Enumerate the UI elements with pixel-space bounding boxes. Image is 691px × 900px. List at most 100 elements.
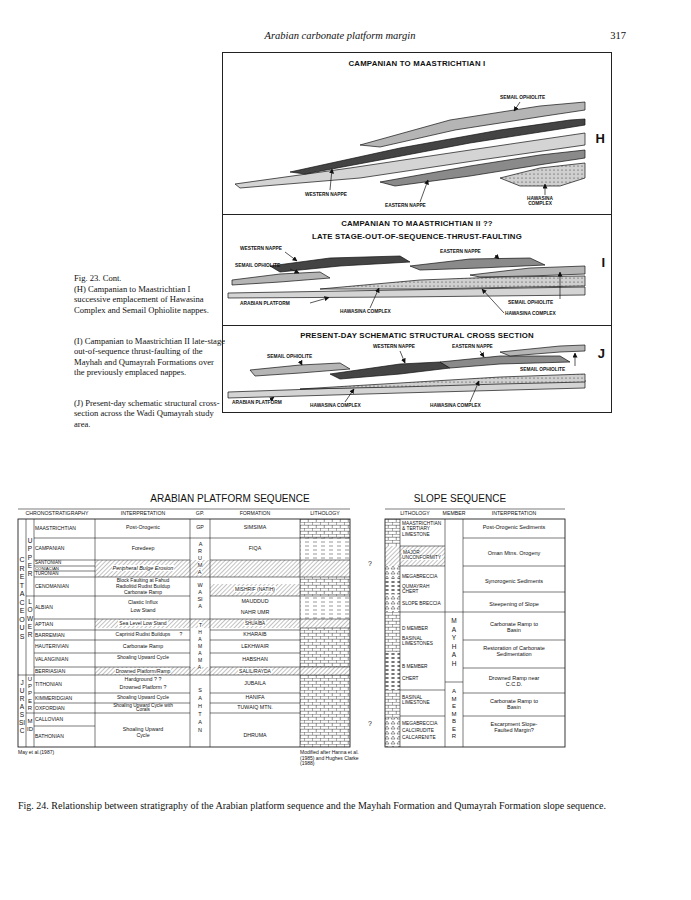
group-name: WASIA (197, 582, 202, 609)
label-holder: GP. (190, 511, 210, 517)
stage-name: CALLOVIAN (35, 716, 63, 722)
column-header: FORMATION (240, 510, 271, 516)
panel-letter: I (601, 255, 605, 270)
stage-name: SANTONIAN (35, 560, 61, 565)
grid-line (26, 713, 34, 714)
label-holder: HABSHAN (212, 657, 298, 663)
grid-line (34, 726, 95, 727)
grid-line (210, 596, 300, 597)
grid-line (18, 675, 26, 676)
grid-line (300, 596, 350, 597)
leader-arrow (270, 397, 274, 400)
unit-label: WESTERN NAPPE (373, 344, 415, 349)
label-holder: CONIACIAN (35, 567, 94, 571)
label-holder: Modified after Hanna et al.(1985) and Hu… (300, 750, 372, 767)
lithology-text: D MEMBER (402, 626, 428, 631)
platform-unit (235, 133, 585, 188)
label-holder: CALLOVIAN (35, 717, 94, 723)
panel-title: CAMPANIAN TO MAASTRICHTIAN I (223, 59, 611, 68)
stage-name: TURONIAN (35, 571, 59, 576)
eastern-nappe (440, 356, 570, 368)
epoch-name: UPPER (28, 676, 32, 711)
label-holder: MAUDDUD (212, 599, 298, 605)
label-holder: MAJOR UNCONFORMITY (402, 550, 445, 561)
label-holder: LOWER (27, 598, 34, 639)
stage-name: CENOMANIAN (35, 583, 69, 589)
grid-line (34, 693, 95, 694)
label-holder: ALBIAN (35, 605, 94, 611)
label-holder: WESTERN NAPPE (240, 246, 302, 251)
panel-letter: H (596, 131, 605, 146)
label-holder: THAMAMA (198, 622, 203, 671)
grid-line (463, 566, 565, 567)
interpretation-text: Block Faulting at Fahud (117, 577, 170, 583)
table-heading: SLOPE SEQUENCE (414, 493, 506, 504)
header-rule (385, 509, 565, 510)
grid-line (463, 519, 464, 747)
label-holder: LITHOLOGY (301, 511, 349, 517)
query-mark: ? (180, 631, 183, 637)
leader-arrow (495, 255, 499, 259)
column-header: CHRONOSTRATIGRAPHY (25, 510, 88, 516)
query-mark: ? (368, 560, 372, 567)
grid-line (445, 519, 446, 747)
unit-label: SEMAIL OPHIOLITE (235, 263, 280, 268)
leader-arrow (514, 102, 520, 111)
label-holder: ARUMA (197, 541, 203, 576)
running-header: Arabian carbonate platform margin (265, 30, 416, 41)
label-holder: Steepening of Slope (466, 601, 562, 607)
leader-arrow (300, 361, 302, 365)
lithology-text: BASINAL LIMESTONE (402, 695, 430, 705)
interpretation-text: Post-Orogenic Sediments (483, 524, 546, 530)
figure-caption: (J) Present-day schematic structural cro… (74, 398, 220, 429)
label-holder: ARABIAN PLATFORM (232, 400, 304, 405)
grid-line (34, 653, 95, 654)
interpretation-text: Post-Orogenic (126, 524, 160, 530)
label-holder: CHRONOSTRATIGRAPHY (19, 511, 95, 517)
interpretation-text: Drowned Ramp near C.C.D. (489, 675, 540, 687)
leader-arrow (290, 269, 299, 273)
lithology-text: MAJOR UNCONFORMITY (402, 550, 442, 560)
interpretation-text: Restoration of Carbonate Sedimentation (483, 645, 544, 657)
label-holder: SAHTAN (197, 686, 203, 734)
stage-name: CAMPANIAN (35, 545, 64, 551)
grid-line (210, 577, 300, 578)
label-holder: ? (365, 560, 375, 568)
unit-label: EASTERN NAPPE (385, 203, 426, 208)
lithology-text: B MEMBER (402, 664, 428, 669)
grid-line (210, 703, 300, 704)
unit-label: ARABIAN PLATFORM (232, 400, 282, 405)
grid-line (34, 667, 95, 668)
label-holder: Clastic Influx (97, 600, 189, 606)
formation-name: DHRUMA (243, 732, 266, 738)
grid-line (26, 675, 34, 676)
stage-name: BATHONIAN (35, 733, 64, 739)
label-holder: Drowned Ramp near C.C.D. (484, 675, 544, 687)
label-holder: SHUAIBA (212, 621, 298, 626)
label-holder: Hardground ? ? (97, 677, 189, 683)
limestone-pattern (385, 612, 400, 652)
grid-line (34, 596, 95, 597)
grid-line (400, 566, 445, 567)
table-border (385, 519, 565, 747)
figure-caption: Fig. 24. Relationship between stratigrap… (18, 800, 610, 813)
label-holder: LITHOLOGY (386, 511, 444, 517)
label-holder: Escarpment Slope-Faulted Margin? (489, 721, 539, 733)
label-holder: NAHR UMR (212, 610, 298, 616)
formation-name: KHARAIB (243, 631, 266, 637)
label-holder: Synorogenic Sediments (466, 578, 562, 584)
stage-name: TITHONIAN (35, 681, 62, 687)
grid-line (463, 592, 565, 593)
unit-label: ARABIAN PLATFORM (240, 301, 290, 306)
grid-line (210, 653, 300, 654)
label-holder: Carbonate Ramp (97, 590, 189, 596)
formation-name: LEKHWAIR (241, 643, 268, 649)
interpretation-text: Escarpment Slope-Faulted Margin? (491, 721, 538, 733)
label-holder: INTERPRETATION (97, 511, 189, 517)
unit-label: EASTERN NAPPE (440, 249, 481, 254)
label-holder: UPPER (27, 676, 33, 712)
shale-pattern (300, 596, 350, 619)
label-holder: MAASTRICHTIAN (35, 526, 94, 532)
table-border (18, 519, 350, 747)
